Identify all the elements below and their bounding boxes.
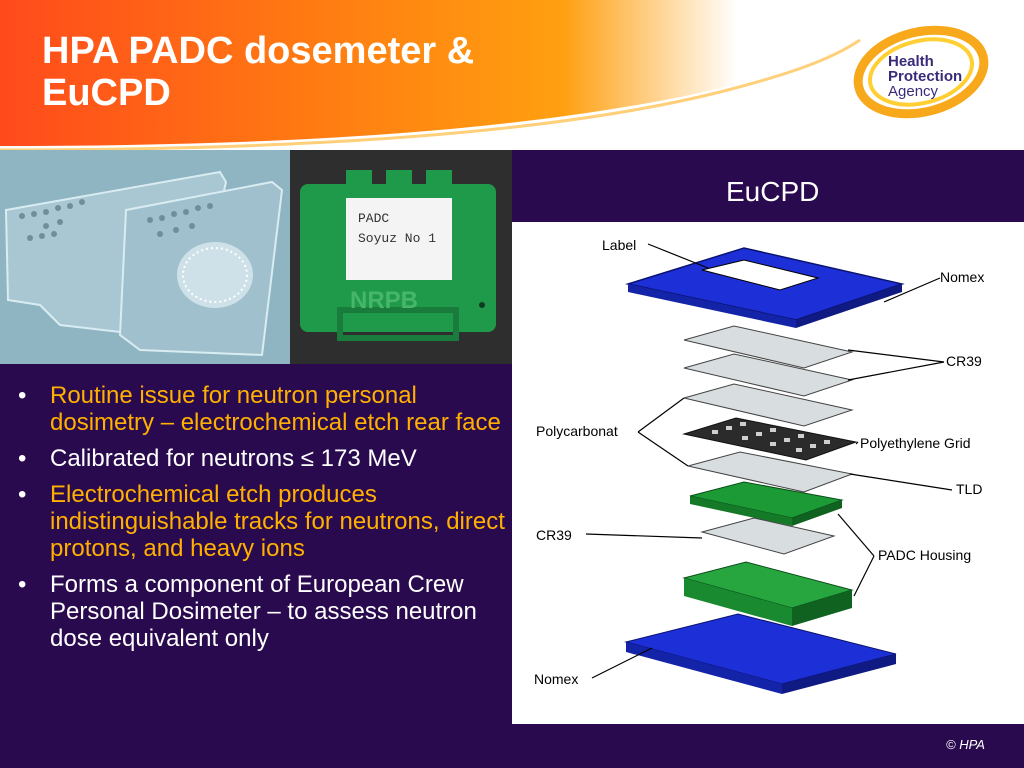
bullet-item: • Calibrated for neutrons ≤ 173 MeV xyxy=(14,445,506,472)
slide-header: HPA PADC dosemeter & EuCPD xyxy=(0,0,1024,150)
card-text-soyuz: Soyuz No 1 xyxy=(358,231,436,246)
bullet-dot: • xyxy=(18,445,27,472)
bullet-dot: • xyxy=(18,481,27,508)
bullet-text: Forms a component of European Crew Perso… xyxy=(50,571,477,652)
bullet-item: • Routine issue for neutron personal dosi… xyxy=(14,382,506,436)
label-polycarbonat: Polycarbonat xyxy=(536,423,618,439)
nomex-bottom-layer xyxy=(624,613,897,694)
hpa-logo-icon xyxy=(853,25,989,119)
bullet-item: • Forms a component of European Crew Pers… xyxy=(14,571,506,652)
logo-line-protection: Protection xyxy=(888,68,963,85)
eucpd-heading: EuCPD xyxy=(726,176,820,207)
cr39-layer-2 xyxy=(683,353,854,397)
eucpd-exploded-diagram: Label Nomex CR39 Polycarbonat Polyethyle… xyxy=(512,222,1024,724)
polyethylene-grid-layer xyxy=(682,417,858,461)
bullet-dot: • xyxy=(18,382,27,409)
leader-lines xyxy=(585,243,953,679)
bullet-text: Calibrated for neutrons ≤ 173 MeV xyxy=(50,445,417,472)
holder-mark: NRPB xyxy=(350,287,418,314)
card-text-padc: PADC xyxy=(358,211,389,226)
padc-holder xyxy=(300,170,496,341)
label-tld: TLD xyxy=(956,481,982,497)
bullet-text: Electrochemical etch produces indistingu… xyxy=(50,481,505,562)
logo-line-agency: Agency xyxy=(888,83,939,100)
label-polyethylene-grid: Polyethylene Grid xyxy=(860,435,971,451)
slide-title: HPA PADC dosemeter & EuCPD xyxy=(42,30,475,114)
label-padc-housing: PADC Housing xyxy=(878,547,971,563)
label-label: Label xyxy=(602,237,636,253)
label-nomex-bottom: Nomex xyxy=(534,671,578,687)
header-wave-decoration xyxy=(0,0,1024,150)
nomex-top-layer xyxy=(625,247,905,328)
dosemeter-photo: PADC Soyuz No 1 NRPB xyxy=(0,150,512,364)
copyright-notice: © HPA xyxy=(946,737,985,752)
cr39-layer-3 xyxy=(700,517,836,555)
polycarbonate-layer-2 xyxy=(687,451,854,493)
bullet-item: • Electrochemical etch produces indisting… xyxy=(14,481,506,562)
logo-line-health: Health xyxy=(888,53,934,70)
padc-housing-lid xyxy=(689,481,844,526)
polycarbonate-layer-1 xyxy=(683,383,854,427)
hpa-logo-text: Health Protection Agency xyxy=(888,54,962,99)
padc-photo-illustration: PADC Soyuz No 1 NRPB xyxy=(0,150,512,364)
label-cr39-right: CR39 xyxy=(946,353,982,369)
label-nomex-top: Nomex xyxy=(940,269,984,285)
bullet-text: Routine issue for neutron personal dosim… xyxy=(50,382,501,436)
padc-foil-right xyxy=(118,180,284,357)
cr39-layer-1 xyxy=(683,325,854,369)
bullet-list: • Routine issue for neutron personal dosi… xyxy=(14,382,506,661)
bullet-dot: • xyxy=(18,571,27,598)
label-cr39-left: CR39 xyxy=(536,527,572,543)
padc-housing-base xyxy=(682,561,854,626)
